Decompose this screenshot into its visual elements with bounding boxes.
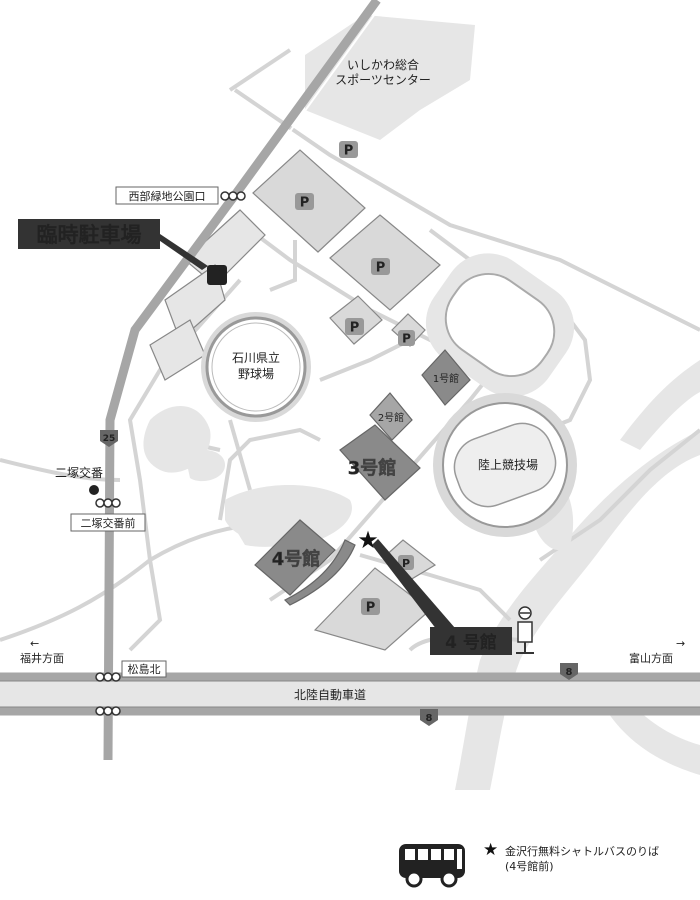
parking-marker-sports: P [339,141,358,159]
baseball-label-line2: 野球場 [238,367,274,381]
svg-text:P: P [350,321,360,336]
svg-text:松島北: 松島北 [128,662,161,676]
star-icon: ★ [483,840,499,860]
bus-stop-matsushima: 松島北 [95,660,167,682]
stop-dots-expressway-icon [95,706,121,716]
legend-text: 金沢行無料シャトルバスのりば (4号館前) [505,844,659,874]
athletics-label: 陸上競技場 [478,457,538,472]
left-arrow-icon: ← [30,637,39,650]
hall-4-label: 4号館 [272,548,321,570]
athletics-stadium [433,393,577,537]
parking-marker-south: P [361,598,380,616]
exhibition-halls [254,349,471,606]
parking-marker-small: P [398,330,415,346]
shuttle-star-icon: ★ [357,526,379,554]
stop-dots-icon [220,191,246,201]
hall-2-label: 2号館 [378,411,404,424]
parking-marker-northeast: P [371,258,390,276]
hall-1 [421,349,471,406]
shuttle-bus-icon [399,844,465,888]
hall-4 [254,519,336,596]
svg-text:P: P [212,269,222,285]
parking-marker-temp: P [207,265,227,285]
route-8-marker-east: 8 [560,663,578,680]
route-25-marker: 25 [100,430,118,447]
svg-text:25: 25 [103,434,116,444]
expressway-label: 北陸自動車道 [294,688,366,702]
sports-center-label-line1: いしかわ総合 [347,57,419,72]
svg-text:P: P [402,332,411,346]
parking-marker-south-small: P [398,555,414,570]
parking-markers: P P P P P P P P [207,141,415,616]
sports-center-label-line2: スポーツセンター [335,73,431,87]
legend-line1: 金沢行無料シャトルバスのりば [505,845,659,858]
legend: ★ 金沢行無料シャトルバスのりば (4号館前) [395,840,695,892]
stop-dots-icon [95,498,121,508]
toyama-direction-label: 富山方面 [629,651,673,665]
hall-2 [369,392,413,441]
temp-parking-label: 臨時駐車場 [37,223,142,247]
expressway-band [0,681,700,707]
bus-stop-seibu: 西部緑地公園口 [115,186,246,205]
parking-marker-mid: P [345,318,364,336]
koban-dot-icon [89,485,99,495]
bus-stop-futatsuka: 二塚交番前 [70,498,146,532]
svg-text:P: P [344,144,354,159]
temp-parking-callout: 臨時駐車場 [18,219,208,270]
hall-4-arc [283,539,356,606]
hall-3-label: 3号館 [348,457,397,479]
legend-line2: (4号館前) [505,860,554,873]
right-arrow-icon: → [676,637,685,650]
baseball-stadium [201,312,311,422]
practice-track [425,253,575,397]
svg-text:8: 8 [566,667,573,678]
hall-1-label: 1号館 [433,372,459,385]
bus-stop-sign-icon [516,606,534,654]
futatsuka-koban: 二塚交番 [55,465,103,495]
svg-text:二塚交番: 二塚交番 [55,465,103,480]
svg-text:P: P [402,557,410,570]
svg-text:8: 8 [426,713,433,724]
svg-text:西部緑地公園口: 西部緑地公園口 [129,189,206,203]
baseball-label-line1: 石川県立 [232,350,280,365]
svg-text:P: P [366,601,376,616]
bus-stop-label: 4 号館 [445,632,497,653]
svg-text:二塚交番前: 二塚交番前 [81,516,136,530]
fukui-direction-label: 福井方面 [20,651,64,665]
hall-3 [339,424,421,501]
parking-marker-north: P [295,193,314,211]
shuttle-bus-callout: 4 号館 [372,539,512,655]
svg-text:P: P [376,261,386,276]
stop-dots-icon [95,672,121,682]
svg-text:P: P [300,196,310,211]
route-8-marker-west: 8 [420,709,438,726]
